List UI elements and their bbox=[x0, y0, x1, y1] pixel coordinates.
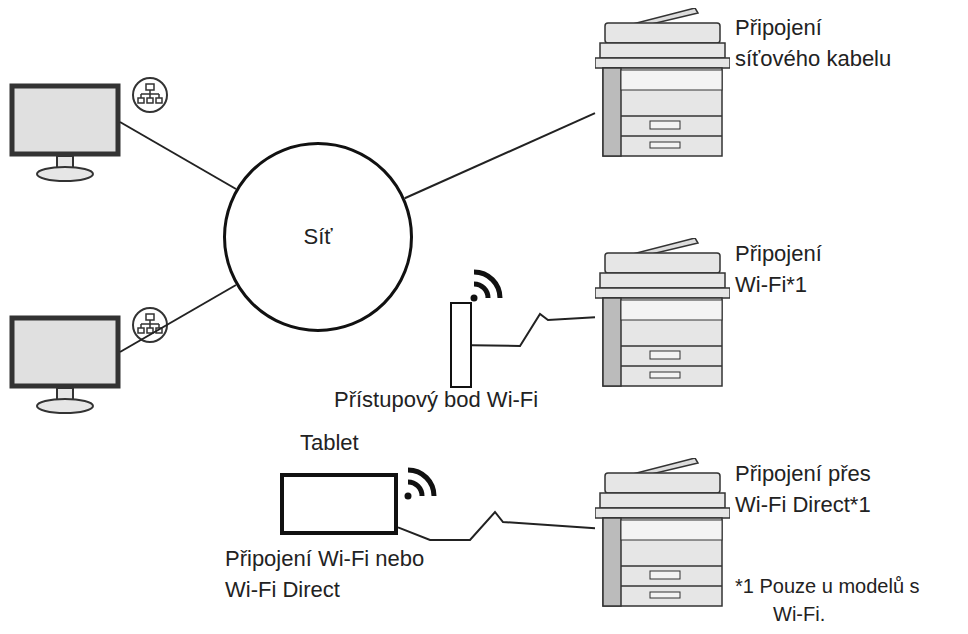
computer-monitor bbox=[12, 86, 118, 181]
node-label: Tablet bbox=[300, 427, 420, 458]
access-point-outline bbox=[450, 302, 472, 388]
wifi-arc bbox=[408, 470, 434, 496]
printer-illustration bbox=[595, 458, 730, 606]
node-label: Připojení Wi-Fi*1 bbox=[735, 238, 855, 300]
network-glyph bbox=[138, 84, 162, 103]
network-cable bbox=[405, 113, 595, 198]
printer-node-outline bbox=[595, 238, 730, 388]
tablet-outline bbox=[280, 473, 398, 535]
wifi-dot bbox=[471, 295, 478, 302]
printer-node: Připojení Wi-Fi*1 bbox=[595, 238, 730, 388]
monitor-base bbox=[37, 167, 93, 181]
printer-node: Připojení přes Wi-Fi Direct*1 bbox=[595, 458, 730, 608]
network-icon bbox=[133, 78, 167, 112]
box-outline bbox=[282, 475, 396, 533]
printer-illustration bbox=[595, 238, 730, 386]
wifi-arc bbox=[408, 482, 422, 496]
box-outline bbox=[451, 303, 471, 387]
node-label: Připojení síťového kabelu bbox=[735, 12, 910, 74]
wifi-arc bbox=[474, 272, 500, 298]
wifi-dot bbox=[405, 493, 412, 500]
icon-circle bbox=[133, 78, 167, 112]
wireless-link bbox=[398, 512, 595, 540]
network-wire bbox=[120, 122, 236, 189]
node-label: Připojení přes Wi-Fi Direct*1 bbox=[735, 458, 895, 520]
network-icon bbox=[133, 308, 167, 342]
node-caption: Připojení Wi-Fi nebo Wi-Fi Direct bbox=[225, 543, 440, 605]
network-wire bbox=[120, 285, 236, 352]
node-label: Přístupový bod Wi-Fi bbox=[334, 384, 594, 415]
icon-circle bbox=[133, 308, 167, 342]
monitor-screen bbox=[12, 318, 118, 386]
network-circle: Síť bbox=[223, 142, 413, 332]
wifi-symbol bbox=[471, 272, 501, 302]
printer-node-outline bbox=[595, 458, 730, 608]
printer-illustration bbox=[595, 8, 730, 156]
access-point: Přístupový bod Wi-Fi bbox=[450, 302, 472, 388]
printer-node: Připojení síťového kabelu bbox=[595, 8, 730, 158]
printer-node-outline bbox=[595, 8, 730, 158]
computer-monitor bbox=[12, 318, 118, 413]
wifi-arc bbox=[474, 284, 488, 298]
monitor-base bbox=[37, 399, 93, 413]
footnote: *1 Pouze u modelů s Wi-Fi. bbox=[735, 572, 955, 628]
node-label: Síť bbox=[223, 221, 413, 252]
monitor-screen bbox=[12, 86, 118, 154]
wireless-link bbox=[472, 314, 595, 346]
wifi-symbol bbox=[405, 470, 435, 500]
tablet: TabletPřipojení Wi-Fi nebo Wi-Fi Direct bbox=[280, 473, 398, 535]
